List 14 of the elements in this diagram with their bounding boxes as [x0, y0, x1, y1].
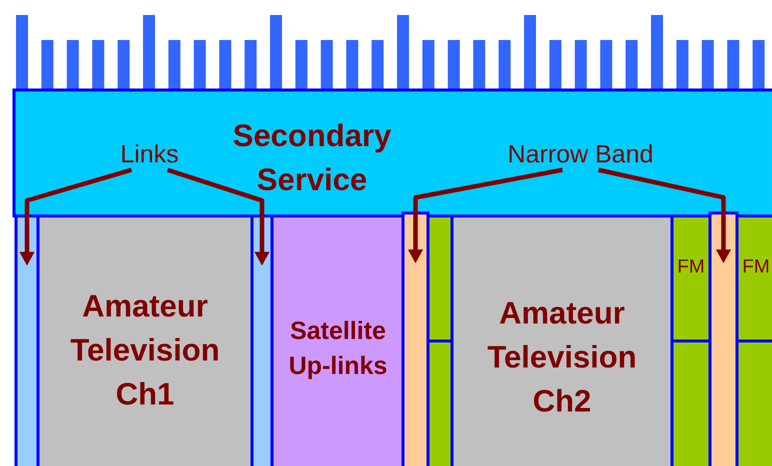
frequency-block: Amateur Television Ch2 [450, 214, 674, 466]
frequency-block: FM [736, 214, 772, 342]
frequency-block: FM [670, 214, 712, 342]
frequency-bar [708, 212, 738, 466]
frequency-bar [402, 212, 430, 466]
callout-text: Narrow Band [510, 144, 652, 163]
frequency-block: Satellite Up-links [270, 214, 404, 466]
frequency-block [670, 340, 712, 466]
callout-text: Links [122, 144, 178, 163]
frequency-block: Amateur Television Ch1 [36, 214, 254, 466]
frequency-block [426, 340, 454, 466]
frequency-block [426, 214, 454, 342]
frequency-bar [14, 214, 40, 466]
frequency-block [736, 340, 772, 466]
